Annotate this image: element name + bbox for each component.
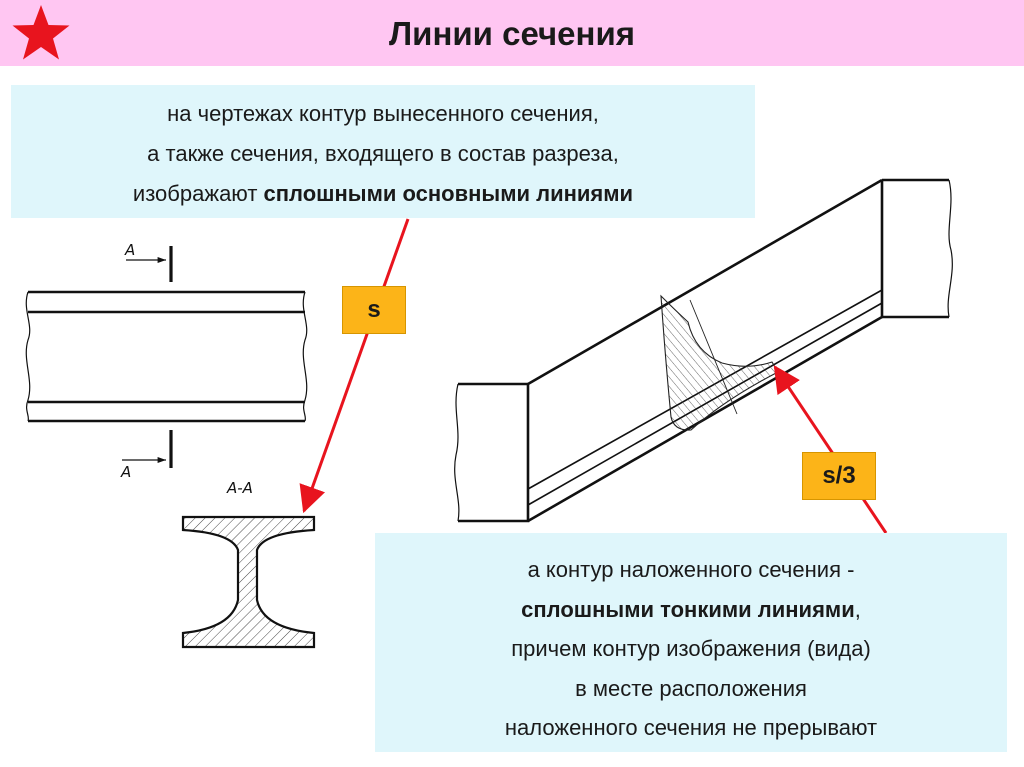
note-line: на чертежах контур вынесенного сечения, [167, 101, 599, 126]
note-emphasis: сплошными основными линиями [263, 181, 634, 206]
line-thickness-s3-tag: s/3 [802, 452, 876, 500]
leader-arrow-main [299, 218, 410, 514]
star-icon [12, 5, 70, 60]
note-emphasis: сплошными тонкими линиями [521, 596, 855, 622]
note-line: наложенного сечения не прерывают [504, 715, 878, 740]
line-thickness-s-tag: s [342, 286, 406, 334]
note-line: а также сечения, входящего в состав разр… [147, 141, 619, 166]
cutting-plane-marks [122, 246, 173, 468]
note-line-text: изображают [132, 181, 264, 206]
beam-perspective-view [454, 178, 953, 523]
page-title: Линии сечения [389, 15, 635, 52]
note-line: сплошными тонкими линиями, [375, 590, 1007, 630]
note-line: в месте расположения [575, 675, 807, 701]
note-main-lines: на чертежах контур вынесенного сечения, … [11, 85, 755, 218]
section-label: A-A [226, 479, 253, 497]
leader-arrow-thin [773, 365, 888, 534]
note-line: а контур наложенного сечения - [527, 557, 855, 582]
beam-side-view [25, 290, 308, 423]
title-bar: Линии сечения [0, 0, 1024, 66]
note-line-text: , [854, 596, 861, 622]
cut-label-top: A [124, 241, 135, 259]
removed-section-i-beam [181, 515, 316, 649]
note-line: причем контур изображения (вида) [511, 636, 871, 661]
cut-label-bottom: A [120, 463, 131, 481]
note-thin-lines: а контур наложенного сечения - сплошными… [375, 533, 1007, 752]
note-line: изображают сплошными основными линиями [11, 174, 755, 214]
